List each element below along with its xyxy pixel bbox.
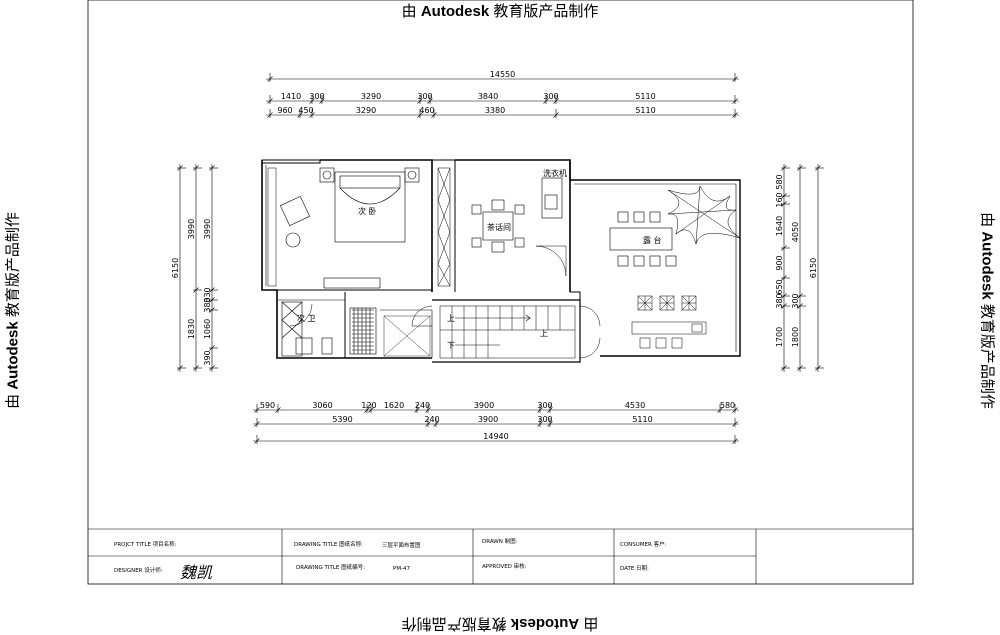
bottom-row2-dim-label: 300 (537, 415, 552, 424)
left-inner1-dim-label: 3990 (187, 219, 196, 239)
top-row2-dim-label: 460 (419, 106, 434, 115)
top-row1-dim-label: 3290 (361, 92, 381, 101)
room-label-tea-room: 茶话间 (487, 222, 511, 232)
umbrella (667, 185, 741, 245)
left-outer-dim-label: 6150 (171, 258, 180, 278)
cabinet-hatch (383, 315, 431, 357)
top-dimension-chains: 14550 1410 300 3290 300 3840 300 5110 960 450 3290… (266, 70, 739, 118)
consumer-label: CONSUMER 客户: (620, 540, 667, 548)
bottom-row1-dim-label: 3900 (474, 401, 494, 410)
left-inner2-dim-label: 1060 (203, 319, 212, 339)
title-block (88, 528, 913, 584)
right-inner1-dim-label: 580 (775, 174, 784, 189)
bottom-row2-dim-label: 240 (424, 415, 439, 424)
bottom-total-dim-label: 14940 (483, 432, 508, 441)
left-inner2-dim-label: 380 (203, 297, 212, 312)
watermark-top: 由 Autodesk 教育版产品制作 (401, 3, 599, 20)
left-inner2-dim-label: 330 (203, 287, 212, 302)
project-title-label: PROJCT TITLE 项目名称: (114, 540, 177, 548)
left-inner1-dim-label: 1830 (187, 319, 196, 339)
tea-table-set (471, 199, 525, 253)
right-inner1-dim-label: 1640 (775, 216, 784, 236)
right-inner2-dim-label: 1800 (791, 327, 800, 347)
bottom-row2-dim-label: 5390 (332, 415, 352, 424)
drawing-number-value: PM-47 (393, 566, 411, 572)
room-label-bedroom: 次 卧 (358, 206, 377, 216)
top-row2-dim-label: 3380 (485, 106, 505, 115)
top-total-dim-label: 14550 (490, 70, 515, 79)
top-row2-dim-label: 3290 (356, 106, 376, 115)
top-row1-dim-label: 300 (417, 92, 432, 101)
bottom-row2-dim-label: 5110 (632, 415, 652, 424)
right-inner2-dim-label: 4050 (791, 222, 800, 242)
right-inner1-dim-label: 1700 (775, 327, 784, 347)
room-label-terrace: 露 台 (643, 235, 662, 245)
bottom-row1-dim-label: 300 (537, 401, 552, 410)
walls (261, 159, 741, 363)
terrace-bar (631, 295, 707, 349)
right-inner1-dim-label: 900 (775, 255, 784, 270)
bath-fixtures (281, 301, 377, 357)
bottom-row1-dim-label: 4530 (625, 401, 645, 410)
right-inner1-dim-label: 650 (775, 279, 784, 294)
top-row1-dim-label: 1410 (281, 92, 301, 101)
top-row2-dim-label: 450 (298, 106, 313, 115)
room-label-bathroom: 次 卫 (297, 313, 316, 323)
bottom-row1-dim-label: 1620 (384, 401, 404, 410)
left-inner2-dim-label: 390 (203, 350, 212, 365)
laundry-area (535, 177, 567, 277)
top-row1-dim-label: 3840 (478, 92, 498, 101)
tv-cabinet (323, 277, 381, 289)
bottom-row1-dim-label: 240 (415, 401, 430, 410)
left-inner2-dim-label: 3990 (203, 219, 212, 239)
stair-up-label-1: 上 (447, 314, 455, 323)
date-label: DATE 日期: (620, 565, 649, 572)
armchair (279, 195, 311, 248)
top-row2-dim-label: 5110 (635, 106, 655, 115)
bottom-row1-dim-label: 590 (260, 401, 275, 410)
right-inner1-dim-label: 380 (775, 293, 784, 308)
terrace-dining (609, 211, 677, 267)
sheet-border (87, 0, 914, 585)
bottom-dimension-chains: 590 3060 120 1620 240 3900 300 4530 580 5390 240 39… (253, 401, 739, 444)
designer-label: DESIGNER 设计师: (114, 566, 163, 574)
top-row1-dim-label: 300 (309, 92, 324, 101)
bed (319, 167, 420, 243)
closet (267, 167, 277, 287)
drawing-number-label: DRAWING TITLE 图纸编号: (296, 563, 365, 571)
top-row2-dim-label: 960 (277, 106, 292, 115)
bottom-row1-dim-label: 3060 (312, 401, 332, 410)
right-outer-dim-label: 6150 (809, 258, 818, 278)
drawing-title-value: 三层平面布置图 (382, 541, 421, 549)
drawing-title-label: DRAWING TITLE 图纸名称: (294, 540, 363, 548)
bottom-row2-dim-label: 3900 (478, 415, 498, 424)
top-row1-dim-label: 300 (543, 92, 558, 101)
staircase (411, 305, 601, 359)
top-row1-dim-label: 5110 (635, 92, 655, 101)
approved-label: APPROVED 审核: (482, 562, 527, 570)
window-column (437, 167, 451, 287)
bottom-row1-dim-label: 580 (720, 401, 735, 410)
designer-signature: 魏凯 (180, 563, 213, 582)
laundry-label: 洗衣机 (543, 168, 567, 178)
right-inner2-dim-label: 300 (791, 293, 800, 308)
drawn-label: DRAWN 制图: (482, 537, 518, 545)
right-inner1-dim-label: 160 (775, 192, 784, 207)
bottom-row1-dim-label: 120 (361, 401, 376, 410)
stair-up-label-2: 上 (540, 329, 548, 338)
stair-down-label: 下 (447, 341, 455, 350)
